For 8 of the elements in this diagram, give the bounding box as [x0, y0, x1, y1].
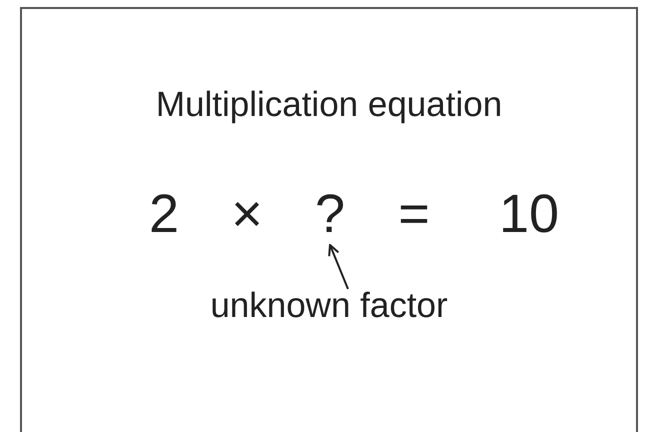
annotation-text: unknown factor [210, 285, 448, 327]
equation-term: 10 [498, 187, 560, 241]
equation-term: 2 [148, 187, 180, 241]
leader-arrow [328, 244, 349, 290]
title: Multiplication equation [154, 84, 504, 126]
equation-term: = [398, 187, 430, 241]
equation-term: × [231, 187, 263, 241]
unknown-symbol: ? [314, 187, 346, 241]
